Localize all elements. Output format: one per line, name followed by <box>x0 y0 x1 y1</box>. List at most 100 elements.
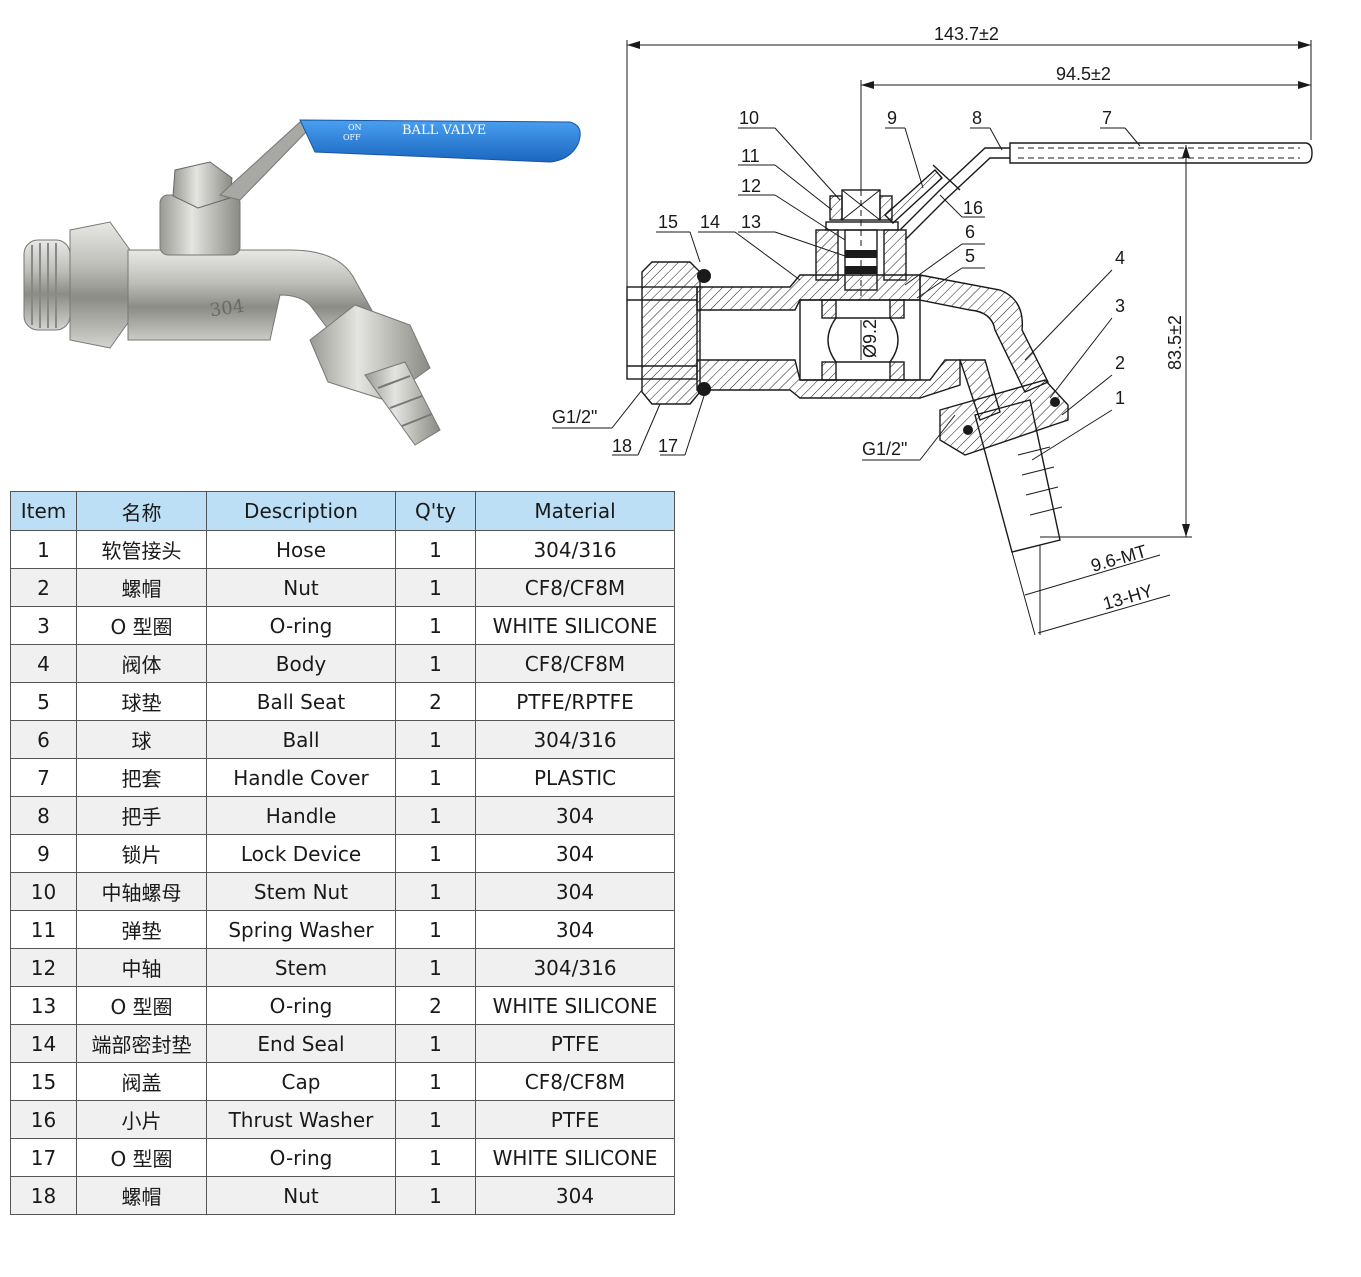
cell-item: 14 <box>10 1024 77 1063</box>
cell-name-cn: 球垫 <box>76 682 207 721</box>
body-mark-304: 304 <box>209 296 246 322</box>
cell-description: Stem Nut <box>206 872 396 911</box>
cell-material: 304/316 <box>475 530 675 569</box>
threaded-inlet <box>23 239 71 331</box>
handle-lever <box>218 121 311 201</box>
cell-qty: 1 <box>395 948 476 987</box>
cell-material: CF8/CF8M <box>475 1062 675 1101</box>
cell-item: 3 <box>10 606 77 645</box>
cell-description: Nut <box>206 1176 396 1215</box>
callout-13: 13 <box>741 212 761 232</box>
handle-assembly <box>899 142 1313 241</box>
callout-7: 7 <box>1102 108 1112 128</box>
callout-10: 10 <box>739 108 759 128</box>
cell-material: 304 <box>475 834 675 873</box>
cell-name-cn: O 型圈 <box>76 606 207 645</box>
cell-description: Stem <box>206 948 396 987</box>
valve-photo: 304 ON OFF BALL VALVE <box>23 119 581 446</box>
callout-1: 1 <box>1115 388 1125 408</box>
cell-material: 304/316 <box>475 948 675 987</box>
cell-description: Cap <box>206 1062 396 1101</box>
dim-handle-text: 94.5±2 <box>1056 64 1111 84</box>
dim-height-text: 83.5±2 <box>1165 315 1185 370</box>
dim-overall-width: 143.7±2 <box>626 24 1312 300</box>
hose-barb <box>364 361 441 446</box>
cell-description: Handle <box>206 796 396 835</box>
cell-item: 13 <box>10 986 77 1025</box>
cell-item: 5 <box>10 682 77 721</box>
callout-15: 15 <box>658 212 678 232</box>
cell-material: PTFE/RPTFE <box>475 682 675 721</box>
cell-description: Spring Washer <box>206 910 396 949</box>
cell-description: O-ring <box>206 606 396 645</box>
cell-description: Ball Seat <box>206 682 396 721</box>
cell-name-cn: 阀体 <box>76 644 207 683</box>
cell-description: Lock Device <box>206 834 396 873</box>
cell-material: 304 <box>475 796 675 835</box>
cell-name-cn: O 型圈 <box>76 1138 207 1177</box>
callout-14: 14 <box>700 212 720 232</box>
cell-name-cn: O 型圈 <box>76 986 207 1025</box>
cell-name-cn: 中轴螺母 <box>76 872 207 911</box>
cell-material: CF8/CF8M <box>475 644 675 683</box>
table-header-row: Item 名称 Description Q'ty Material <box>10 491 675 531</box>
cell-qty: 1 <box>395 1024 476 1063</box>
cell-qty: 1 <box>395 530 476 569</box>
cell-name-cn: 球 <box>76 720 207 759</box>
cell-description: O-ring <box>206 1138 396 1177</box>
cross-section-drawing: 143.7±2 94.5±2 83.5±2 <box>552 24 1313 636</box>
cell-description: O-ring <box>206 986 396 1025</box>
callout-2: 2 <box>1115 353 1125 373</box>
cell-description: Thrust Washer <box>206 1100 396 1139</box>
cell-material: 304/316 <box>475 720 675 759</box>
cell-description: End Seal <box>206 1024 396 1063</box>
cell-description: Hose <box>206 530 396 569</box>
cell-name-cn: 把手 <box>76 796 207 835</box>
callout-16: 16 <box>963 198 983 218</box>
cell-material: CF8/CF8M <box>475 568 675 607</box>
cell-name-cn: 螺帽 <box>76 1176 207 1215</box>
thread-outlet-text: G1/2" <box>862 439 907 459</box>
callout-4: 4 <box>1115 248 1125 268</box>
hose-mt-text: 9.6-MT <box>1089 541 1149 576</box>
cell-qty: 1 <box>395 834 476 873</box>
cell-name-cn: 锁片 <box>76 834 207 873</box>
cell-item: 8 <box>10 796 77 835</box>
dim-height: 83.5±2 <box>1040 145 1192 538</box>
cell-qty: 1 <box>395 796 476 835</box>
header-name-cn: 名称 <box>76 491 207 531</box>
handle-cover: ON OFF BALL VALVE <box>299 119 581 163</box>
thread-labels: G1/2" G1/2" <box>552 389 956 461</box>
callout-3: 3 <box>1115 296 1125 316</box>
cell-qty: 1 <box>395 910 476 949</box>
header-material: Material <box>475 491 675 531</box>
cell-item: 1 <box>10 530 77 569</box>
cell-material: PTFE <box>475 1100 675 1139</box>
cell-material: WHITE SILICONE <box>475 606 675 645</box>
cell-material: WHITE SILICONE <box>475 986 675 1025</box>
cell-qty: 1 <box>395 606 476 645</box>
callout-8: 8 <box>972 108 982 128</box>
cell-name-cn: 把套 <box>76 758 207 797</box>
cell-qty: 2 <box>395 682 476 721</box>
cell-qty: 1 <box>395 568 476 607</box>
cell-name-cn: 弹垫 <box>76 910 207 949</box>
cell-item: 9 <box>10 834 77 873</box>
cell-qty: 1 <box>395 1138 476 1177</box>
cell-qty: 1 <box>395 1100 476 1139</box>
cell-item: 11 <box>10 910 77 949</box>
